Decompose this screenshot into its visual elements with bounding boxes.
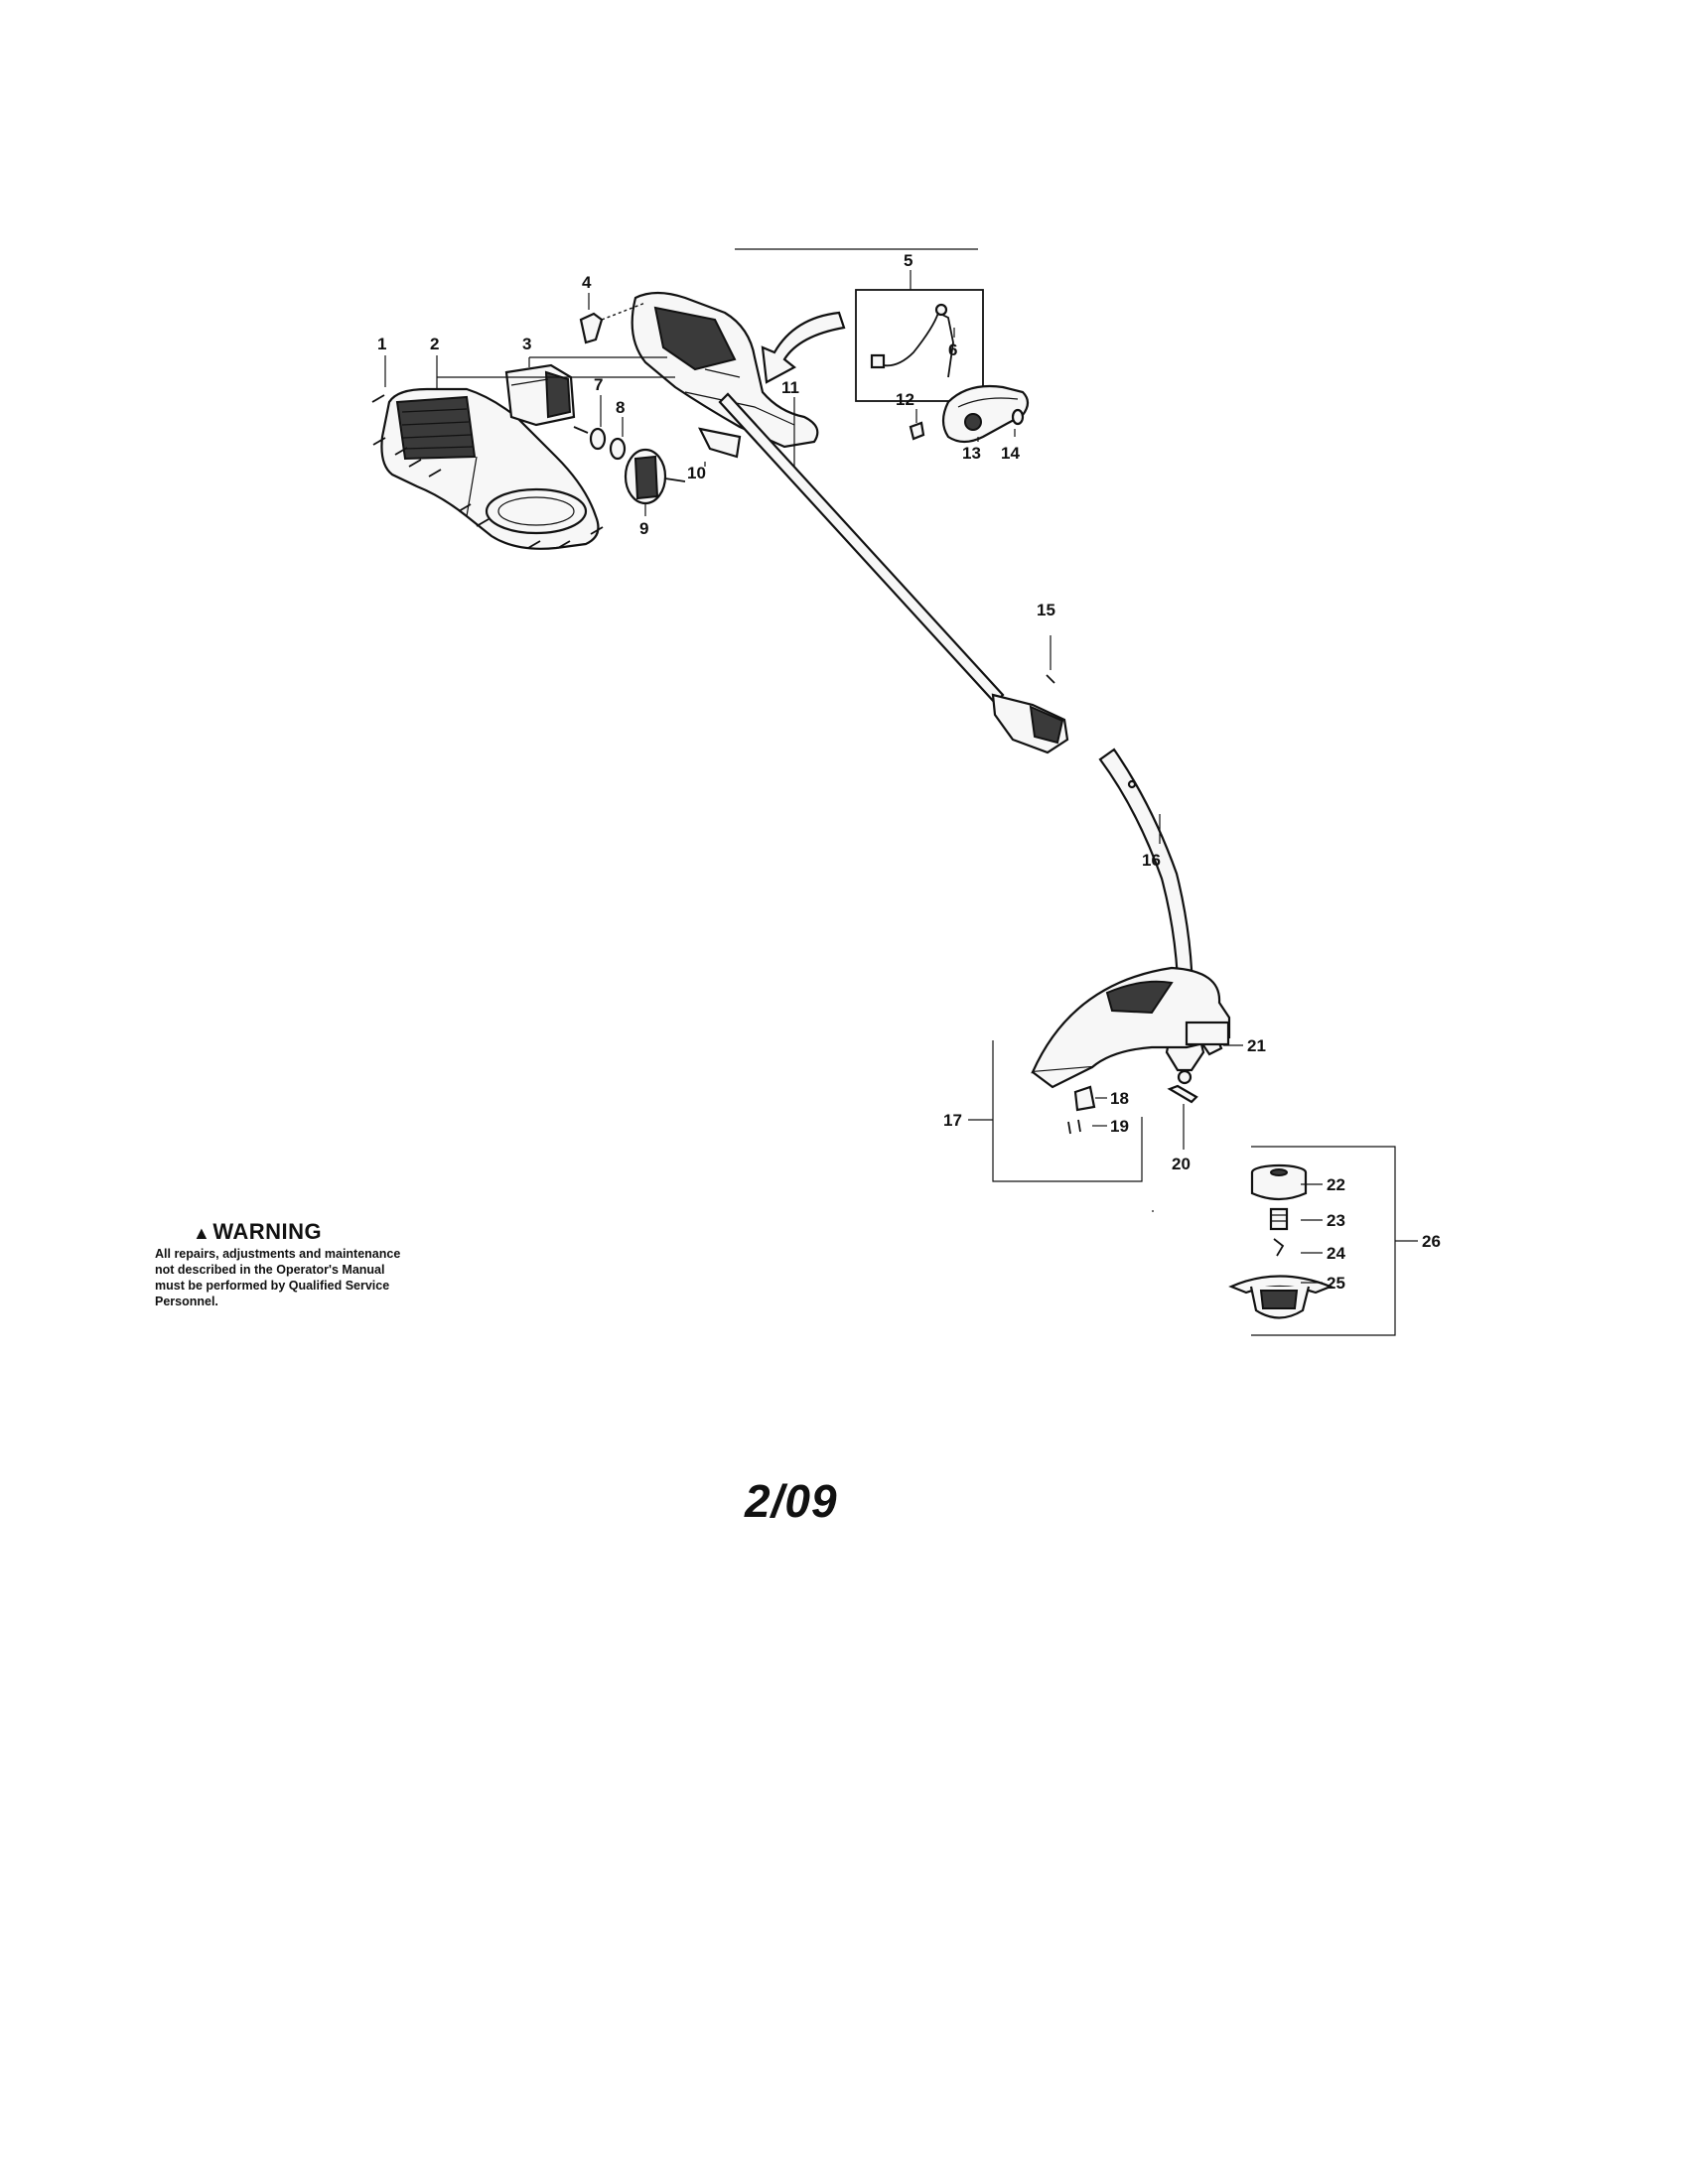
part-number: 3 (522, 335, 531, 353)
part-number: 5 (904, 251, 912, 270)
warning-body: All repairs, adjustments and maintenance… (155, 1247, 401, 1308)
trigger-10 (698, 427, 742, 459)
part-number: 26 (1422, 1232, 1441, 1251)
trimmer-head (1228, 1163, 1333, 1319)
part-number: 23 (1327, 1211, 1345, 1230)
washer-8 (609, 437, 627, 461)
housing-right (631, 291, 819, 449)
spring-23 (1269, 1207, 1289, 1231)
warning-title-text: WARNING (212, 1219, 323, 1244)
page-date: 2/09 (745, 1475, 838, 1527)
warning-triangle-icon: ▲ (193, 1223, 211, 1243)
part-number: 18 (1110, 1089, 1129, 1108)
part-number: 25 (1327, 1274, 1345, 1293)
fan (624, 448, 686, 505)
part-number: 21 (1247, 1036, 1266, 1055)
bolt-20 (1167, 1084, 1198, 1104)
switch-4 (579, 312, 604, 344)
part-number: 7 (594, 375, 603, 394)
part-number: 20 (1172, 1155, 1191, 1173)
guard (1031, 966, 1231, 1089)
washer-7 (589, 427, 607, 451)
part-number: 13 (962, 444, 981, 463)
clip-24 (1273, 1238, 1285, 1257)
part-number: 2 (430, 335, 439, 353)
housing-left (380, 387, 600, 550)
part-number: 19 (1110, 1117, 1129, 1136)
part-number: 6 (948, 341, 957, 359)
inset-arrow (761, 311, 846, 384)
part-number: 1 (377, 335, 386, 353)
part-number: 11 (781, 378, 799, 397)
warning-notice: ▲WARNING All repairs, adjustments and ma… (155, 1221, 413, 1309)
motor (504, 363, 589, 434)
pin-15 (1046, 674, 1055, 684)
part-number: 4 (582, 273, 592, 292)
part-number: 17 (943, 1111, 962, 1130)
part-number: 24 (1327, 1244, 1345, 1263)
nut-14 (1011, 408, 1025, 426)
screws-19 (1067, 1121, 1071, 1135)
part-number: 8 (616, 398, 625, 417)
deflector-18 (1073, 1085, 1096, 1112)
part-number: 10 (687, 464, 706, 482)
screw-group-1 (371, 394, 604, 549)
part-number: 9 (639, 519, 648, 538)
upper-shaft (718, 392, 1069, 754)
part-number: 16 (1142, 851, 1161, 870)
part-number: 12 (896, 390, 914, 409)
part-number: 14 (1001, 444, 1020, 463)
warning-title: ▲WARNING (193, 1221, 413, 1244)
cord-inset (855, 289, 984, 402)
bolt-12 (909, 421, 925, 441)
part-number: 22 (1327, 1175, 1345, 1194)
part-number: 15 (1037, 601, 1055, 619)
